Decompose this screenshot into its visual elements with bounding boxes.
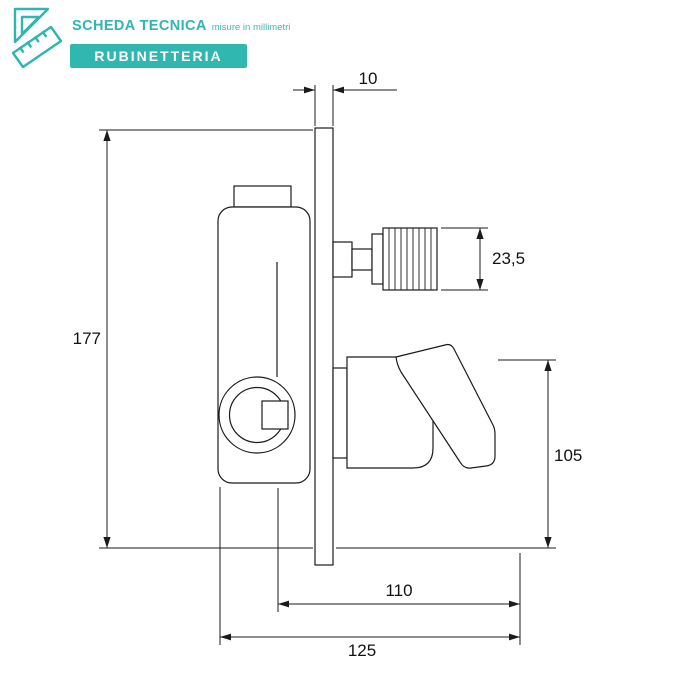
- dim-label-projection-inner: 110: [385, 581, 412, 600]
- knob-knurling: [388, 228, 432, 290]
- inlet-boss-outer: [218, 376, 296, 454]
- dim-label-projection-total: 125: [348, 641, 376, 660]
- handle-lever: [395, 343, 496, 469]
- sheet-subtitle: misure in millimetri: [211, 22, 291, 33]
- inlet-port: [261, 400, 289, 430]
- ruler-setsquare-icon: [11, 7, 63, 69]
- dimension-handle-height: 105: [336, 359, 582, 549]
- wall-plate: [314, 127, 334, 566]
- brand-badge: RUBINETTERIA: [70, 44, 247, 68]
- dim-label-handle-height: 105: [554, 446, 582, 465]
- dimension-knob-height: 23,5: [441, 227, 525, 291]
- diverter-knob: [382, 227, 438, 291]
- diverter-neck: [371, 233, 384, 285]
- diverter-stem-2: [351, 248, 373, 271]
- dimension-overall-height: 177: [73, 129, 313, 549]
- diverter-stem-1: [332, 241, 353, 278]
- dim-label-overall-height: 177: [73, 329, 101, 348]
- body-top-port: [233, 185, 292, 208]
- dimension-projection-total: 125: [219, 487, 520, 660]
- dimension-plate-thickness: 10: [293, 69, 397, 126]
- header: SCHEDA TECNICA misure in millimetri RUBIN…: [0, 0, 320, 80]
- handle-escutcheon: [332, 367, 348, 459]
- valve-assembly: [217, 127, 496, 566]
- dimension-projection-inner: 110: [277, 488, 521, 645]
- sheet-title: SCHEDA TECNICA: [72, 18, 207, 34]
- dim-label-plate-thickness: 10: [359, 69, 378, 88]
- brand-badge-label: RUBINETTERIA: [94, 48, 223, 64]
- dim-label-knob-height: 23,5: [492, 249, 525, 268]
